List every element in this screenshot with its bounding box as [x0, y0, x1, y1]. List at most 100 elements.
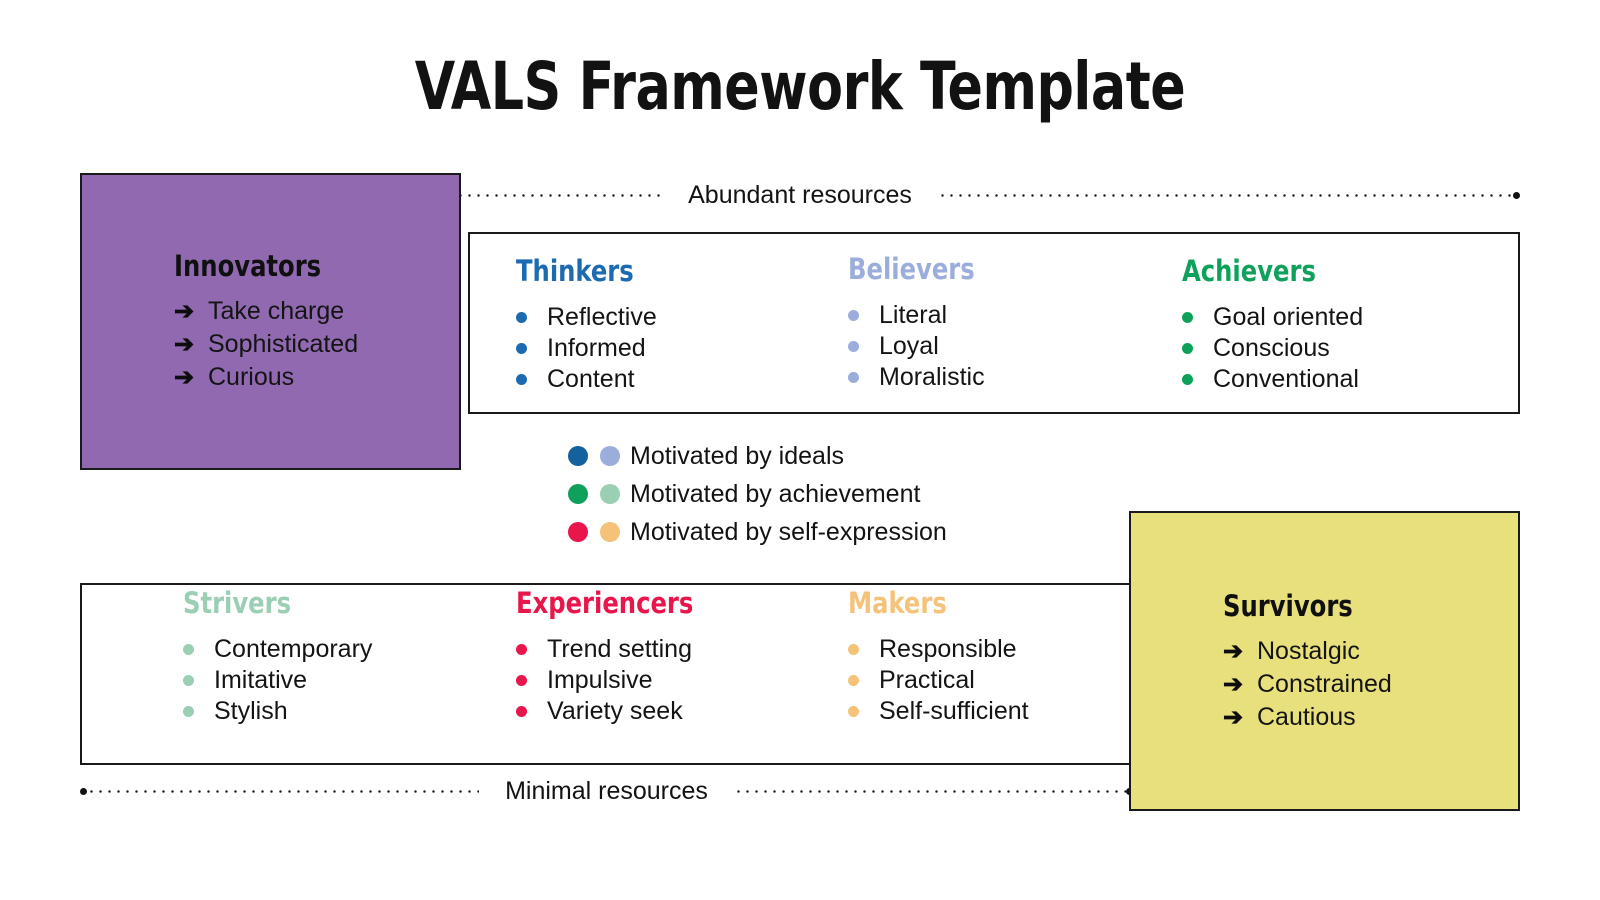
trait-label: Literal: [879, 301, 948, 329]
trait-label: Conscious: [1213, 334, 1330, 362]
bullet-dot-icon: [848, 372, 859, 383]
list-item: ➔ Nostalgic: [1223, 635, 1518, 668]
trait-label: Practical: [879, 666, 975, 694]
list-item: Moralistic: [848, 362, 985, 393]
bullet-dot-icon: [1182, 343, 1193, 354]
minimal-resources-axis: Minimal resources: [80, 777, 1133, 805]
bullet-dot-icon: [848, 644, 859, 655]
trait-label: Take charge: [208, 297, 345, 325]
bullet-dot-icon: [183, 706, 194, 717]
legend-dot-light-icon: [600, 446, 620, 466]
segment-survivors-traits: ➔ Nostalgic ➔Constrained ➔ Cautious: [1223, 635, 1518, 734]
segment-achievers-title: Achievers: [1182, 254, 1316, 288]
bullet-dot-icon: [848, 310, 859, 321]
bullet-dot-icon: [848, 341, 859, 352]
trait-label: Responsible: [879, 635, 1017, 663]
bullet-dot-icon: [516, 374, 527, 385]
arrow-right-icon: ➔: [174, 298, 195, 325]
segment-strivers-traits: Contemporary Imitative Stylish: [183, 634, 372, 727]
trait-label: Goal oriented: [1213, 303, 1364, 331]
segment-believers[interactable]: Believers Literal Loyal Moralistic: [848, 252, 985, 393]
arrow-right-icon: ➔: [1223, 637, 1244, 665]
trait-label: Cautious: [1257, 702, 1356, 731]
bullet-dot-icon: [1182, 312, 1193, 323]
trait-label: Conventional: [1213, 365, 1359, 393]
segment-thinkers-title: Thinkers: [516, 254, 634, 288]
axis-dotted-segment-right: [733, 789, 1126, 793]
bullet-dot-icon: [848, 675, 859, 686]
list-item: Literal: [848, 300, 985, 331]
legend-dot-light-icon: [600, 522, 620, 542]
legend-swatch-pair: [568, 446, 630, 466]
list-item: Self-sufficient: [848, 696, 1029, 727]
list-item: Practical: [848, 665, 1029, 696]
list-item: Loyal: [848, 331, 985, 362]
legend-swatch-pair: [568, 522, 630, 542]
axis-dotted-segment-left: [87, 789, 480, 793]
list-item: Imitative: [183, 665, 372, 696]
segment-thinkers[interactable]: Thinkers Reflective Informed Content: [516, 254, 657, 395]
list-item: Contemporary: [183, 634, 372, 665]
list-item: Reflective: [516, 302, 657, 333]
trait-label: Variety seek: [547, 697, 683, 725]
segment-believers-title: Believers: [848, 252, 975, 286]
legend-item-ideals: Motivated by ideals: [568, 437, 947, 475]
segment-achievers-traits: Goal oriented Conscious Conventional: [1182, 302, 1363, 395]
bullet-dot-icon: [183, 644, 194, 655]
list-item: Trend setting: [516, 634, 707, 665]
list-item: ➔Curious: [174, 361, 459, 394]
list-item: Content: [516, 364, 657, 395]
segment-experiencers-traits: Trend setting Impulsive Variety seek: [516, 634, 707, 727]
segment-believers-traits: Literal Loyal Moralistic: [848, 300, 985, 393]
legend-swatch-pair: [568, 484, 630, 504]
segment-experiencers[interactable]: Experiencers Trend setting Impulsive Var…: [516, 586, 707, 727]
trait-label: Trend setting: [547, 635, 692, 663]
list-item: Informed: [516, 333, 657, 364]
segment-survivors[interactable]: Survivors ➔ Nostalgic ➔Constrained ➔ Cauti…: [1129, 511, 1520, 811]
trait-label: Nostalgic: [1257, 636, 1360, 665]
abundant-resources-label: Abundant resources: [688, 180, 912, 209]
upper-resources-band: [468, 232, 1520, 414]
legend-item-self-expression: Motivated by self-expression: [568, 513, 947, 551]
bullet-dot-icon: [516, 312, 527, 323]
segment-strivers[interactable]: Strivers Contemporary Imitative Stylish: [183, 586, 372, 727]
segment-innovators-title: Innovators: [174, 249, 322, 283]
list-item: ➔Constrained: [1223, 668, 1518, 701]
axis-cap-left-icon: [80, 787, 87, 795]
trait-label: Curious: [208, 363, 295, 391]
lower-resources-band: [80, 583, 1133, 765]
trait-label: Content: [547, 365, 635, 393]
segment-innovators-content: Innovators ➔ Take charge ➔ Sophisticated ➔…: [82, 175, 459, 468]
segment-experiencers-title: Experiencers: [516, 586, 694, 620]
segment-achievers[interactable]: Achievers Goal oriented Conscious Conven…: [1182, 254, 1363, 395]
trait-label: Moralistic: [879, 363, 985, 391]
legend-label: Motivated by ideals: [630, 441, 845, 470]
list-item: Stylish: [183, 696, 372, 727]
axis-cap-right-icon: [1513, 191, 1521, 199]
list-item: Variety seek: [516, 696, 707, 727]
trait-label: Sophisticated: [208, 330, 359, 358]
segment-survivors-title: Survivors: [1223, 588, 1353, 623]
segment-innovators[interactable]: Innovators ➔ Take charge ➔ Sophisticated ➔…: [80, 173, 461, 470]
legend-label: Motivated by achievement: [630, 479, 921, 508]
legend-dot-dark-icon: [568, 484, 588, 504]
trait-label: Contemporary: [214, 635, 373, 663]
trait-label: Loyal: [879, 332, 939, 360]
list-item: Goal oriented: [1182, 302, 1363, 333]
list-item: ➔ Cautious: [1223, 701, 1518, 734]
trait-label: Reflective: [547, 303, 657, 331]
arrow-right-icon: ➔: [1223, 670, 1244, 698]
legend-dot-dark-icon: [568, 522, 588, 542]
list-item: ➔ Sophisticated: [174, 328, 459, 361]
legend-item-achievement: Motivated by achievement: [568, 475, 947, 513]
arrow-right-icon: ➔: [1223, 703, 1244, 731]
bullet-dot-icon: [848, 706, 859, 717]
bullet-dot-icon: [516, 675, 527, 686]
list-item: Impulsive: [516, 665, 707, 696]
arrow-right-icon: ➔: [174, 331, 195, 358]
list-item: Conventional: [1182, 364, 1363, 395]
segment-makers[interactable]: Makers Responsible Practical Self-suffic…: [848, 586, 1029, 727]
trait-label: Impulsive: [547, 666, 653, 694]
bullet-dot-icon: [183, 675, 194, 686]
